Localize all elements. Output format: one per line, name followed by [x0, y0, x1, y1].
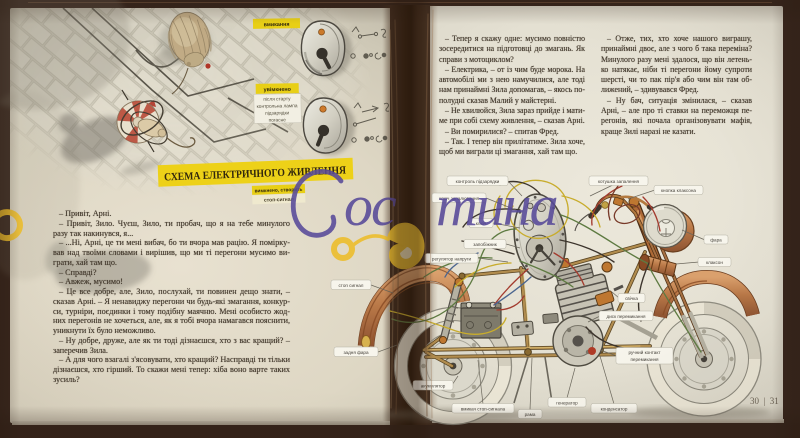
- svg-text:перемикання: перемикання: [630, 357, 659, 362]
- svg-text:після старту: після старту: [263, 96, 291, 102]
- svg-text:стоп-сигнал: стоп-сигнал: [264, 197, 294, 204]
- svg-text:котушка запалення: котушка запалення: [598, 179, 640, 184]
- svg-text:вмикач стоп-сигнала: вмикач стоп-сигнала: [461, 406, 506, 411]
- svg-text:погасне: погасне: [269, 118, 287, 123]
- svg-text:підзарядки: підзарядки: [265, 110, 290, 116]
- svg-text:вмикання: вмикання: [264, 22, 290, 28]
- svg-text:ос: ос: [344, 173, 397, 238]
- svg-text:генератор: генератор: [556, 400, 578, 405]
- svg-text:ключ запалювання: ключ запалювання: [439, 196, 480, 201]
- svg-text:ручний контакт: ручний контакт: [628, 349, 661, 355]
- svg-text:задня фара: задня фара: [343, 350, 369, 355]
- svg-text:фара: фара: [710, 238, 722, 243]
- svg-text:запобіжник: запобіжник: [473, 242, 498, 247]
- svg-text:рама: рама: [525, 412, 536, 417]
- svg-text:диск перемикання: диск перемикання: [607, 314, 646, 319]
- svg-text:увімкнено: увімкнено: [264, 87, 292, 93]
- svg-text:ключ: ключ: [476, 221, 487, 226]
- svg-text:свічка: свічка: [625, 296, 638, 301]
- svg-text:стоп сигнал: стоп сигнал: [339, 283, 364, 288]
- svg-text:регулятор напруги: регулятор напруги: [432, 256, 472, 261]
- svg-text:клаксон: клаксон: [706, 260, 723, 265]
- svg-text:кнопка клаксона: кнопка клаксона: [661, 188, 696, 193]
- svg-text:вимкнено, створить: вимкнено, створить: [255, 188, 303, 195]
- svg-text:акумулятор: акумулятор: [421, 383, 446, 388]
- svg-text:контрольна лампа: контрольна лампа: [257, 104, 298, 110]
- svg-text:конденсатор: конденсатор: [601, 406, 628, 411]
- svg-text:контроль підзарядки: контроль підзарядки: [456, 179, 500, 184]
- svg-text:тина: тина: [436, 173, 557, 238]
